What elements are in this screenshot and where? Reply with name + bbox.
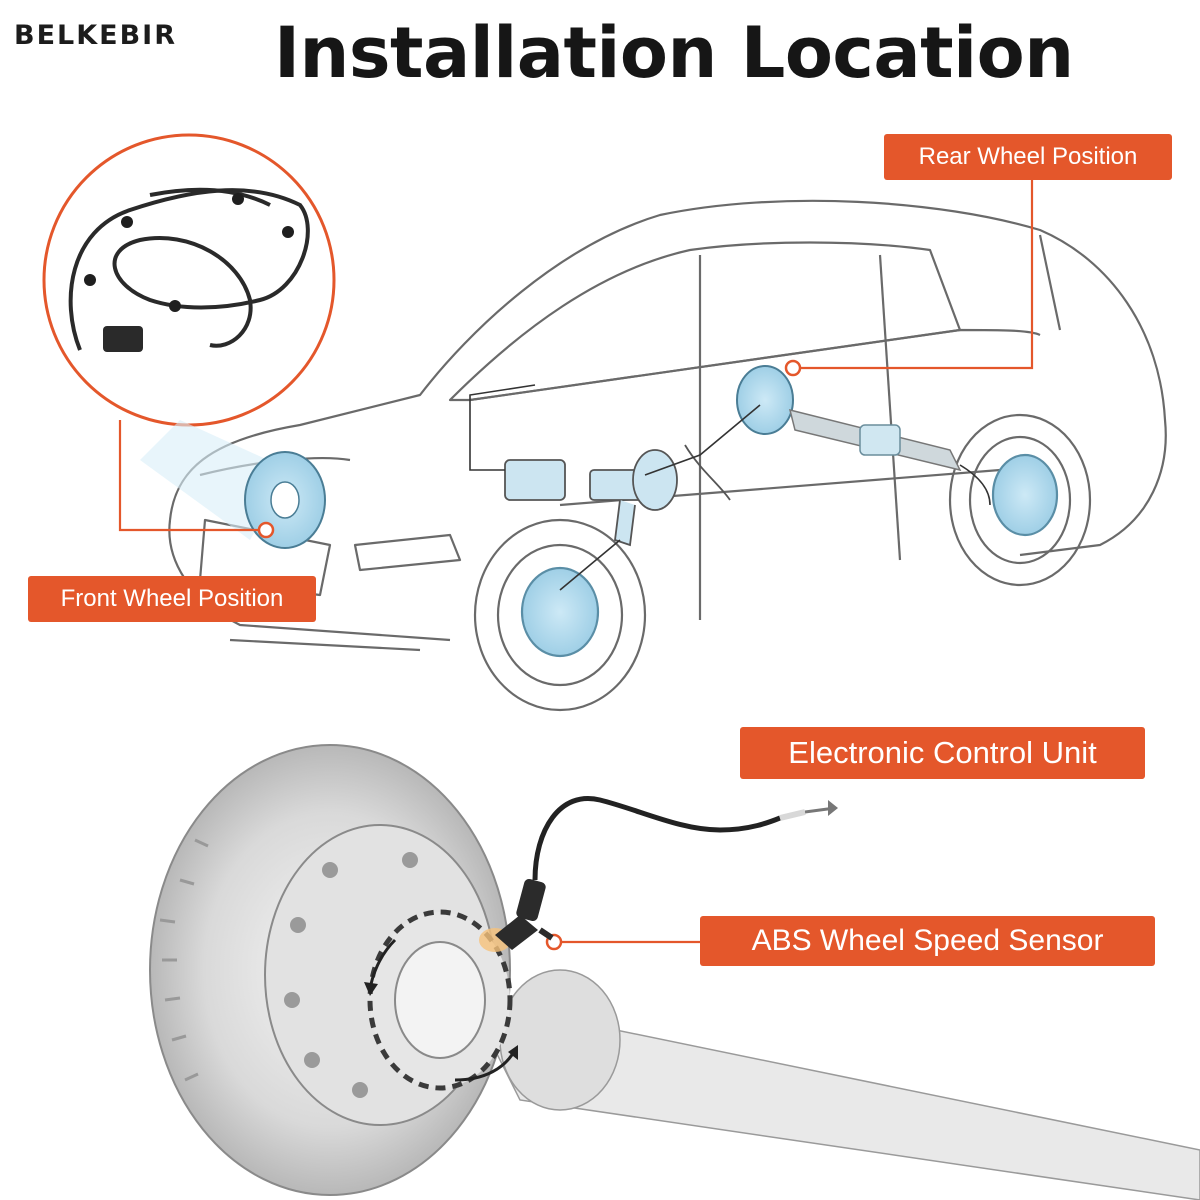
grommet bbox=[169, 300, 181, 312]
callout-leaders bbox=[118, 180, 1034, 944]
front-marker bbox=[257, 521, 275, 539]
rear-wheel-callout: Rear Wheel Position bbox=[884, 134, 1172, 180]
grommet bbox=[84, 274, 96, 286]
brake-lines bbox=[469, 384, 991, 591]
sensor-inset bbox=[42, 133, 336, 427]
harness-cable bbox=[68, 188, 310, 351]
ecu-callout: Electronic Control Unit bbox=[740, 727, 1145, 779]
speed-sensor bbox=[495, 915, 538, 950]
brake-assembly bbox=[149, 744, 1200, 1200]
front-wheel bbox=[473, 518, 647, 712]
page-title: Installation Location bbox=[274, 12, 1074, 94]
rear-hub-highlight bbox=[736, 365, 962, 472]
grommet bbox=[282, 226, 294, 238]
harness-cable bbox=[149, 187, 271, 207]
sensor-cable bbox=[532, 796, 781, 881]
grommet bbox=[121, 216, 133, 228]
front-wheel-callout: Front Wheel Position bbox=[28, 576, 316, 622]
brand-logo: BELKEBIR bbox=[14, 20, 178, 51]
grommet bbox=[232, 193, 244, 205]
abs-sensor-callout: ABS Wheel Speed Sensor bbox=[700, 916, 1155, 966]
connector-plug bbox=[103, 326, 143, 352]
front-hub-highlight bbox=[140, 420, 326, 549]
rear-wheel bbox=[948, 413, 1092, 587]
rear-marker bbox=[784, 359, 802, 377]
brake-components bbox=[504, 444, 731, 547]
